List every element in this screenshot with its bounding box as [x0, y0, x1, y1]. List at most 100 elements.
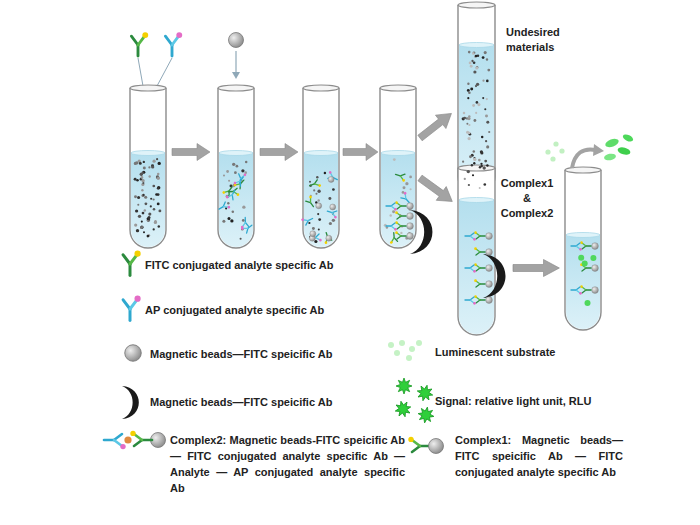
particle-dot [468, 115, 471, 118]
particle-dot [154, 221, 157, 224]
particle-dot [480, 151, 483, 154]
particle-dot [479, 166, 481, 168]
tube-rim [458, 165, 495, 171]
leader-line [138, 58, 143, 86]
legend-sample [392, 398, 414, 420]
particle-dot [148, 166, 150, 168]
particle-dot [463, 117, 466, 120]
legend-sample [415, 383, 435, 403]
particle-dot [156, 175, 159, 178]
particle-dot [153, 208, 156, 211]
particle-dot [142, 171, 145, 174]
particle-dot [480, 163, 482, 165]
particle-dot [142, 172, 144, 174]
particle-dot [152, 198, 154, 200]
bead-icon [486, 281, 493, 288]
tube-liquid [459, 200, 494, 334]
antibody-icon [395, 231, 406, 239]
particle-dot [471, 164, 473, 166]
process-arrow [513, 260, 559, 277]
particle-dot [232, 210, 235, 213]
particle-dot [478, 159, 481, 162]
particle-dot [471, 60, 473, 62]
antibody-icon [400, 191, 413, 204]
particle-dot [225, 207, 227, 209]
signal-glow [585, 300, 591, 306]
particle-dot [309, 236, 312, 239]
particle-dot [315, 193, 317, 195]
particle-dot [484, 51, 487, 54]
particle-dot [142, 182, 144, 184]
particle-dot [142, 212, 145, 215]
antibody-icon [225, 188, 237, 201]
antibody-icon [233, 174, 245, 187]
legend-sample [394, 350, 400, 356]
particle-dot [464, 178, 466, 180]
bead-icon [592, 287, 599, 294]
particle-dot [389, 214, 391, 216]
particle-dot [147, 219, 150, 222]
particle-dot [393, 158, 396, 161]
particle-dot [137, 196, 140, 199]
particle-dot [474, 55, 477, 58]
particle-dot [139, 162, 142, 165]
particle-dot [467, 97, 469, 99]
particle-dot [317, 190, 320, 193]
legend-sample [409, 346, 415, 352]
bead-icon [407, 203, 414, 210]
particle-dot [151, 164, 154, 167]
antibody-icon [474, 295, 485, 303]
process-arrow [172, 144, 210, 161]
particle-dot [156, 158, 158, 160]
particle-dot [158, 225, 160, 227]
particle-dot [482, 56, 485, 59]
particle-dot [472, 174, 474, 176]
particle-dot [157, 186, 160, 189]
antibody-icon [217, 201, 230, 213]
antibody-icon [386, 223, 397, 231]
arrow-head [232, 72, 240, 79]
particle-dot [476, 83, 479, 86]
particle-dot [475, 66, 478, 69]
particle-dot [476, 101, 479, 104]
particle-dot [468, 124, 470, 126]
particle-dot [153, 160, 156, 163]
particle-dot [144, 209, 146, 211]
particle-dot [148, 213, 151, 216]
particle-dot [468, 51, 471, 54]
antibody-icon [228, 188, 239, 196]
particle-dot [410, 188, 412, 190]
particle-dot [140, 173, 143, 176]
particle-dot [483, 183, 486, 186]
bead-icon [328, 176, 334, 182]
particle-dot [403, 186, 406, 189]
legend-sample [396, 378, 412, 394]
antibody-icon [322, 232, 333, 245]
test-tube [565, 167, 601, 330]
particle-dot [466, 117, 468, 119]
particle-dot [485, 140, 487, 142]
particle-dot [462, 117, 465, 120]
particle-dot [479, 187, 481, 189]
particle-dot [462, 161, 464, 163]
particle-dot [316, 176, 318, 178]
particle-dot [473, 119, 476, 122]
legend-sample [123, 296, 141, 321]
antibody-icon [309, 179, 322, 190]
particle-dot [488, 131, 490, 133]
particle-dot [476, 66, 479, 69]
particle-dot [223, 174, 225, 176]
antibody-icon [580, 241, 591, 249]
particle-dot [473, 158, 476, 161]
particle-dot [314, 240, 317, 243]
antibody-icon [580, 263, 591, 271]
particle-dot [317, 213, 319, 215]
particle-dot [140, 178, 143, 181]
arrow-head [593, 144, 604, 156]
particle-dot [486, 58, 488, 60]
particle-dot [244, 171, 247, 174]
particle-dot [313, 189, 315, 191]
particle-dot [467, 117, 470, 120]
particle-dot [147, 217, 150, 220]
